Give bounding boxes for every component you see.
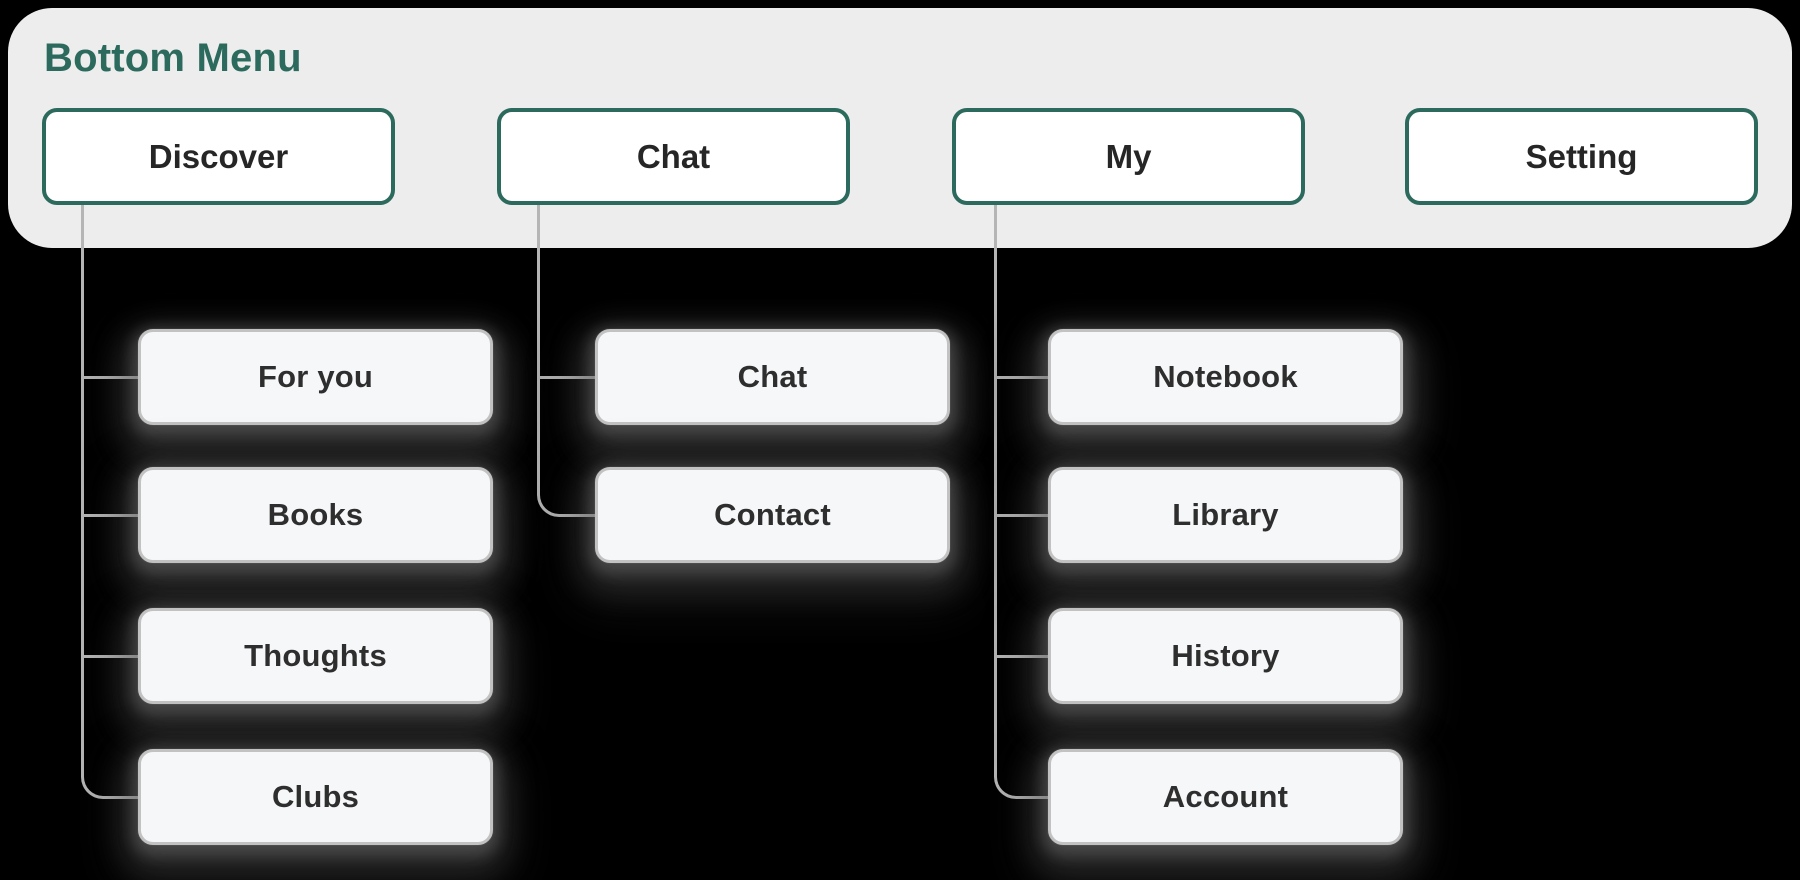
- node-thoughts[interactable]: Thoughts: [113, 583, 518, 729]
- node-label: Notebook: [1153, 359, 1298, 394]
- connector-my-branch-notebook: [994, 376, 1052, 379]
- menu-button-setting[interactable]: Setting: [1405, 108, 1758, 205]
- connector-my-branch-library: [994, 514, 1052, 517]
- panel-title: Bottom Menu: [44, 36, 302, 80]
- node-label: Chat: [737, 359, 808, 394]
- node-history[interactable]: History: [1023, 583, 1428, 729]
- connector-discover-branch-books: [81, 514, 141, 517]
- node-library[interactable]: Library: [1023, 442, 1428, 588]
- menu-button-label: Discover: [148, 137, 289, 175]
- node-notebook[interactable]: Notebook: [1023, 304, 1428, 450]
- menu-button-chat[interactable]: Chat: [497, 108, 850, 205]
- node-label: History: [1171, 638, 1280, 673]
- connector-discover-elbow-clubs: [81, 756, 143, 799]
- node-label: For you: [257, 359, 374, 394]
- node-label: Library: [1172, 497, 1279, 532]
- node-clubs[interactable]: Clubs: [113, 724, 518, 870]
- node-label: Contact: [714, 497, 831, 532]
- connector-discover-branch-for-you: [81, 376, 141, 379]
- node-account[interactable]: Account: [1023, 724, 1428, 870]
- node-for-you[interactable]: For you: [113, 304, 518, 450]
- node-books[interactable]: Books: [113, 442, 518, 588]
- connector-my-trunk: [994, 205, 997, 756]
- node-label: Thoughts: [244, 638, 387, 673]
- node-label: Account: [1162, 779, 1289, 814]
- connector-chat-branch-chat: [537, 376, 599, 379]
- menu-button-discover[interactable]: Discover: [42, 108, 395, 205]
- connector-chat-elbow-contact: [537, 474, 601, 517]
- menu-button-label: Chat: [636, 137, 711, 175]
- node-label: Clubs: [271, 779, 360, 814]
- menu-button-my[interactable]: My: [952, 108, 1305, 205]
- connector-my-branch-history: [994, 655, 1052, 658]
- connector-my-elbow-account: [994, 756, 1054, 799]
- node-label: Books: [267, 497, 364, 532]
- node-chat[interactable]: Chat: [570, 304, 975, 450]
- connector-chat-trunk: [537, 205, 540, 474]
- menu-button-label: Setting: [1525, 137, 1638, 175]
- connector-discover-branch-thoughts: [81, 655, 141, 658]
- node-contact[interactable]: Contact: [570, 442, 975, 588]
- menu-button-label: My: [1105, 137, 1152, 175]
- connector-discover-trunk: [81, 205, 84, 756]
